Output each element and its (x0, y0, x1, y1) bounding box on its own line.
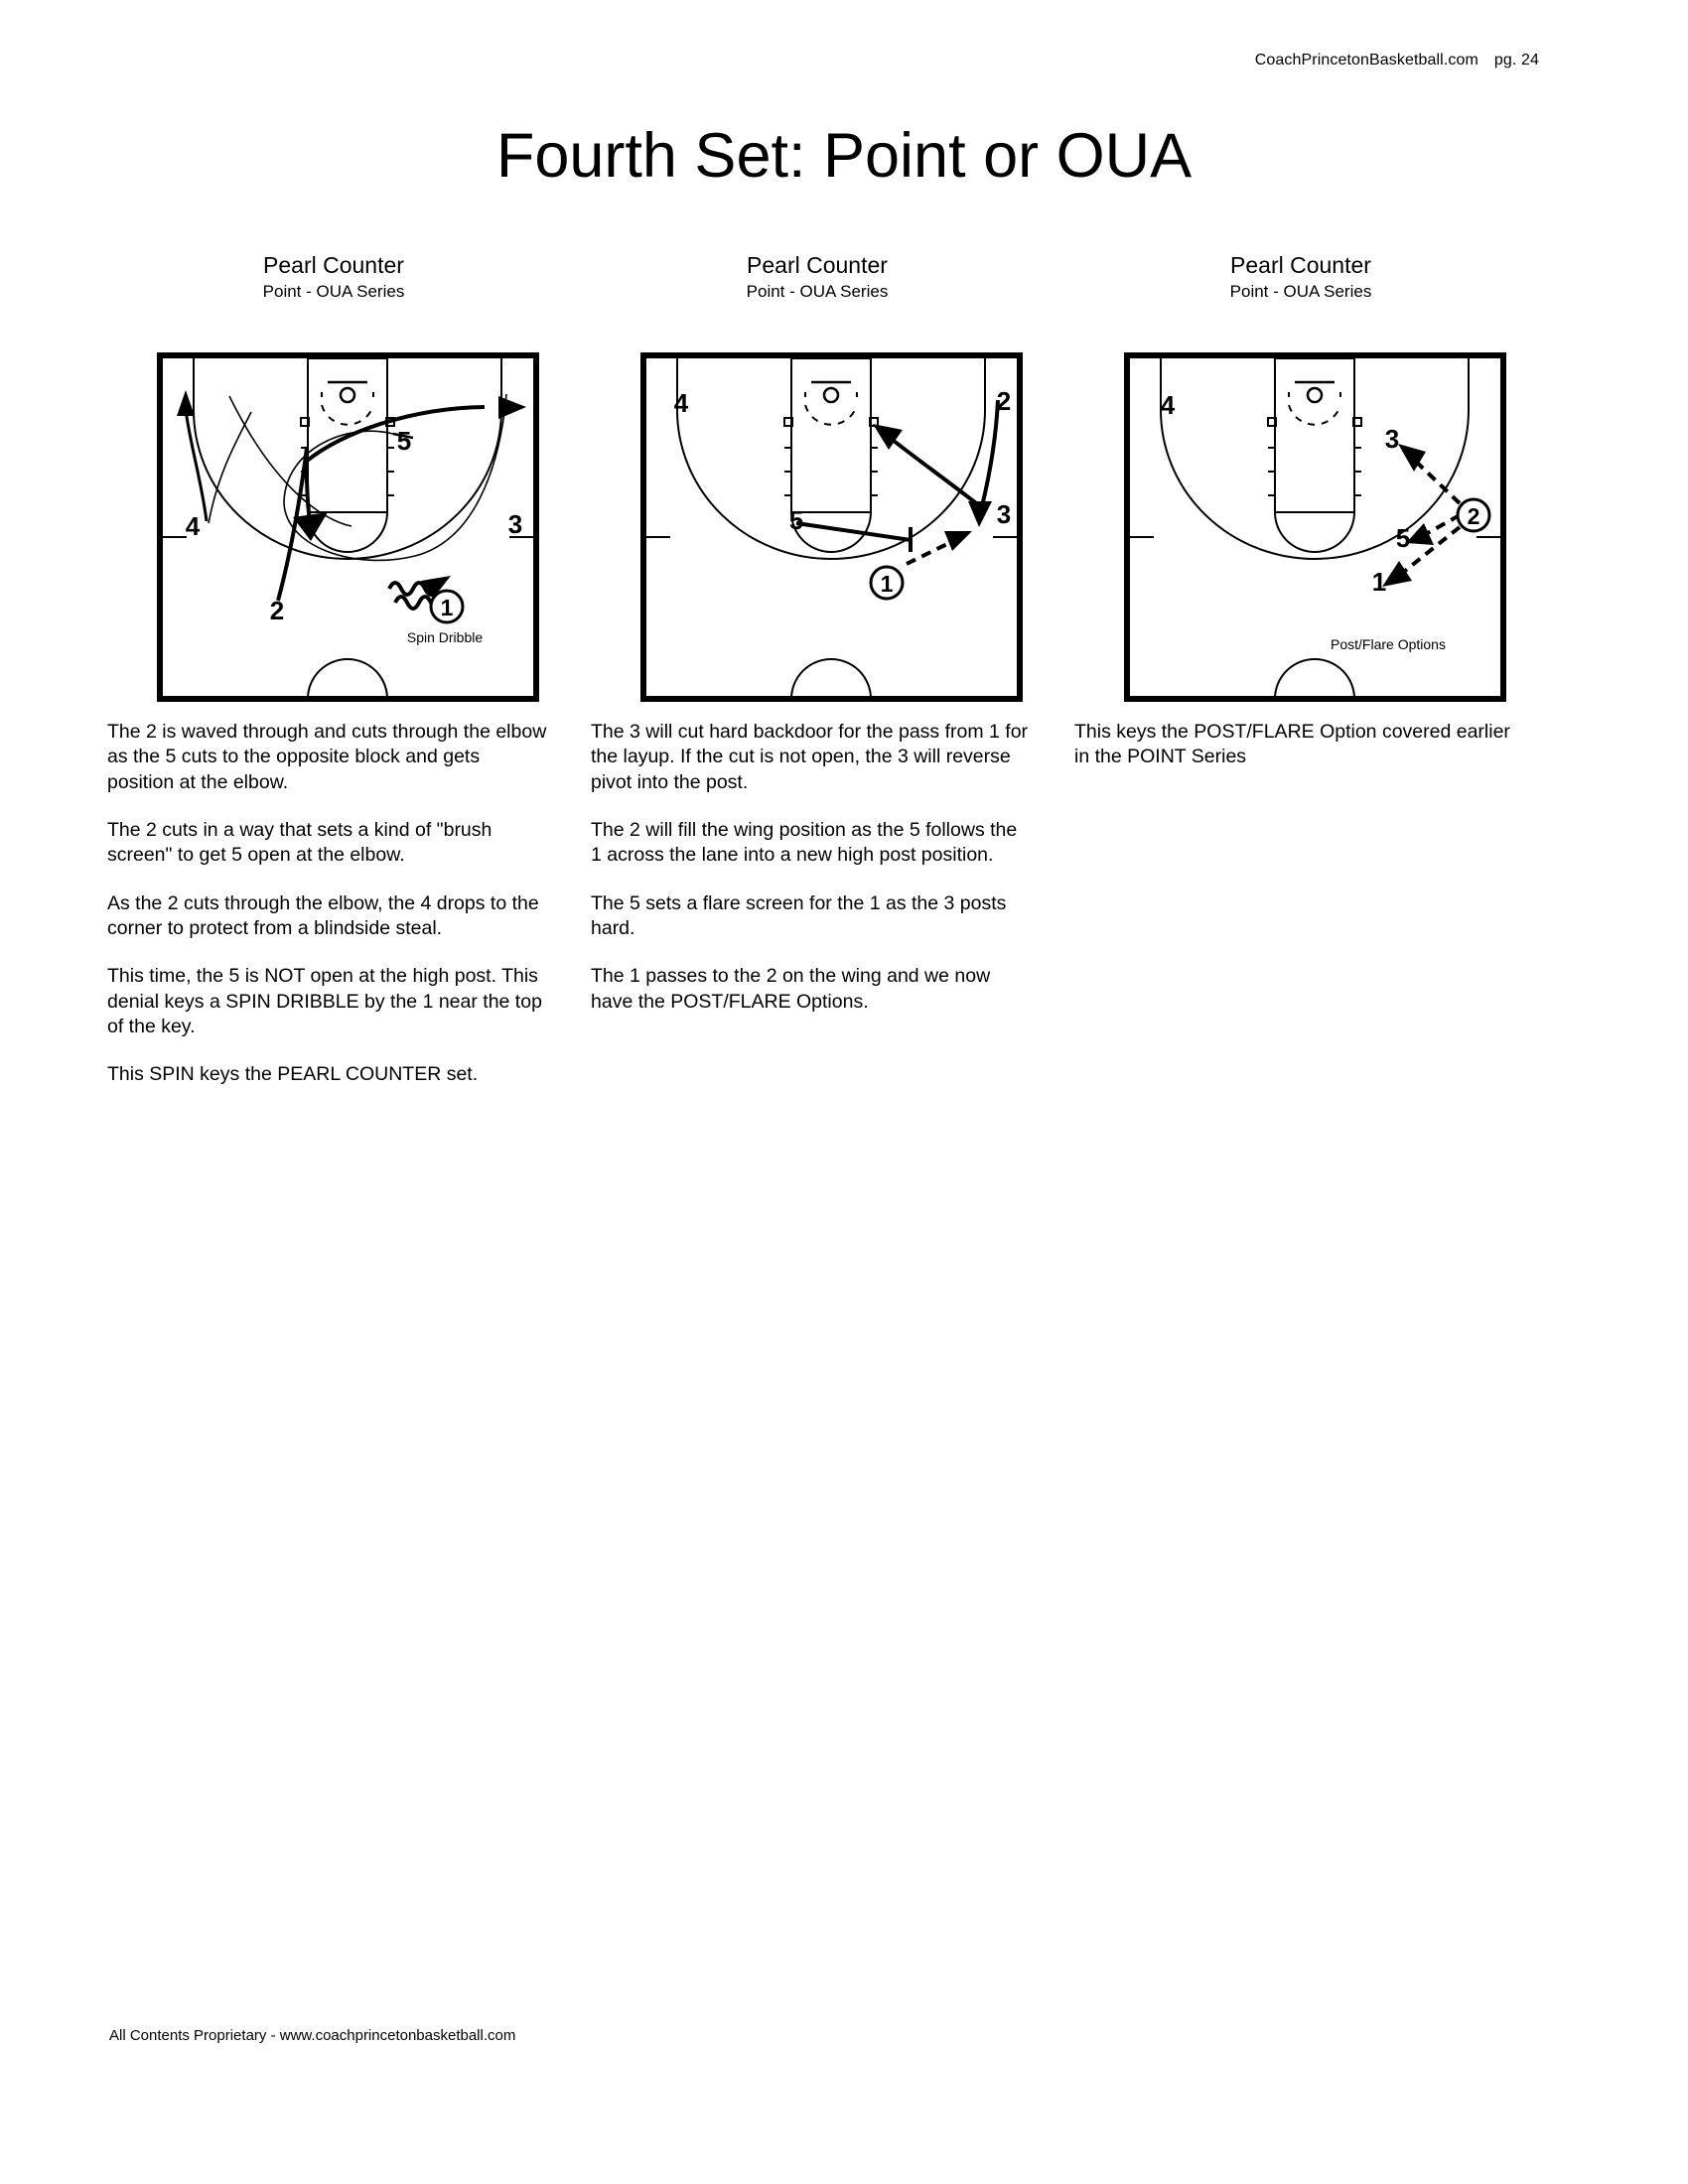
notes-column-2: The 3 will cut hard backdoor for the pas… (591, 720, 1033, 1015)
note-paragraph: The 2 cuts in a way that sets a kind of … (107, 819, 492, 867)
note-paragraph: The 2 is waved through and cuts through … (107, 721, 547, 793)
player-label-2: 2 (270, 596, 284, 625)
player-label-2: 2 (1468, 503, 1480, 529)
note-paragraph: As the 2 cuts through the elbow, the 4 d… (107, 891, 539, 940)
diagram-subtitle-2: Point - OUA Series (746, 282, 889, 302)
site-name: CoachPrincetonBasketball.com (1254, 52, 1478, 68)
page-number: pg. 24 (1493, 52, 1539, 68)
court-annotation-3: Post/Flare Options (1331, 636, 1446, 652)
note-paragraph: This keys the POST/FLARE Option covered … (1074, 721, 1510, 768)
player-label-1: 1 (881, 571, 894, 597)
note-paragraph: The 3 will cut hard backdoor for the pas… (591, 721, 1029, 793)
page-footer: All Contents Proprietary - www.coachprin… (109, 2027, 516, 2044)
player-label-3: 3 (508, 509, 522, 539)
diagram-column-2: Pearl Counter Point - OUA Series (591, 252, 1067, 1013)
player-label-1: 1 (441, 595, 454, 620)
note-paragraph: This SPIN keys the PEARL COUNTER set. (107, 1063, 479, 1086)
player-label-2: 2 (997, 386, 1011, 416)
court-diagram-3: 4 3 5 1 2 Post/Flare Options (1124, 352, 1506, 702)
player-label-4: 4 (1161, 390, 1176, 420)
note-paragraph: The 2 will fill the wing position as the… (591, 819, 1018, 867)
player-label-5: 5 (789, 505, 803, 535)
diagram-subtitle-1: Point - OUA Series (262, 282, 405, 302)
diagram-title-3: Pearl Counter (1230, 252, 1371, 278)
diagram-column-3: Pearl Counter Point - OUA Series (1074, 252, 1551, 767)
note-paragraph: The 1 passes to the 2 on the wing and we… (591, 965, 991, 1013)
player-label-3: 3 (1385, 424, 1399, 454)
diagram-columns: Pearl Counter Point - OUA Series (0, 253, 1688, 1097)
court-diagram-1: 4 5 3 2 1 Spin Dribble (157, 352, 539, 702)
diagram-column-1: Pearl Counter Point - OUA Series (107, 252, 584, 1086)
diagram-title-2: Pearl Counter (747, 252, 888, 278)
notes-column-3: This keys the POST/FLARE Option covered … (1074, 720, 1516, 770)
player-label-1: 1 (1372, 567, 1386, 597)
player-label-4: 4 (186, 511, 201, 541)
diagram-subtitle-3: Point - OUA Series (1229, 282, 1372, 302)
page-header: CoachPrincetonBasketball.com pg. 24 (1255, 52, 1539, 69)
player-label-5: 5 (397, 426, 411, 456)
note-paragraph: This time, the 5 is NOT open at the high… (107, 965, 542, 1038)
court-diagram-2: 4 2 3 5 1 (640, 352, 1023, 702)
diagram-title-1: Pearl Counter (263, 252, 404, 278)
court-annotation-1: Spin Dribble (407, 629, 483, 645)
note-paragraph: The 5 sets a flare screen for the 1 as t… (591, 891, 1007, 940)
player-label-4: 4 (674, 388, 689, 418)
notes-column-1: The 2 is waved through and cuts through … (107, 720, 549, 1088)
player-label-5: 5 (1396, 523, 1410, 553)
page-title: Fourth Set: Point or OUA (495, 121, 1193, 191)
player-label-3: 3 (997, 499, 1011, 529)
